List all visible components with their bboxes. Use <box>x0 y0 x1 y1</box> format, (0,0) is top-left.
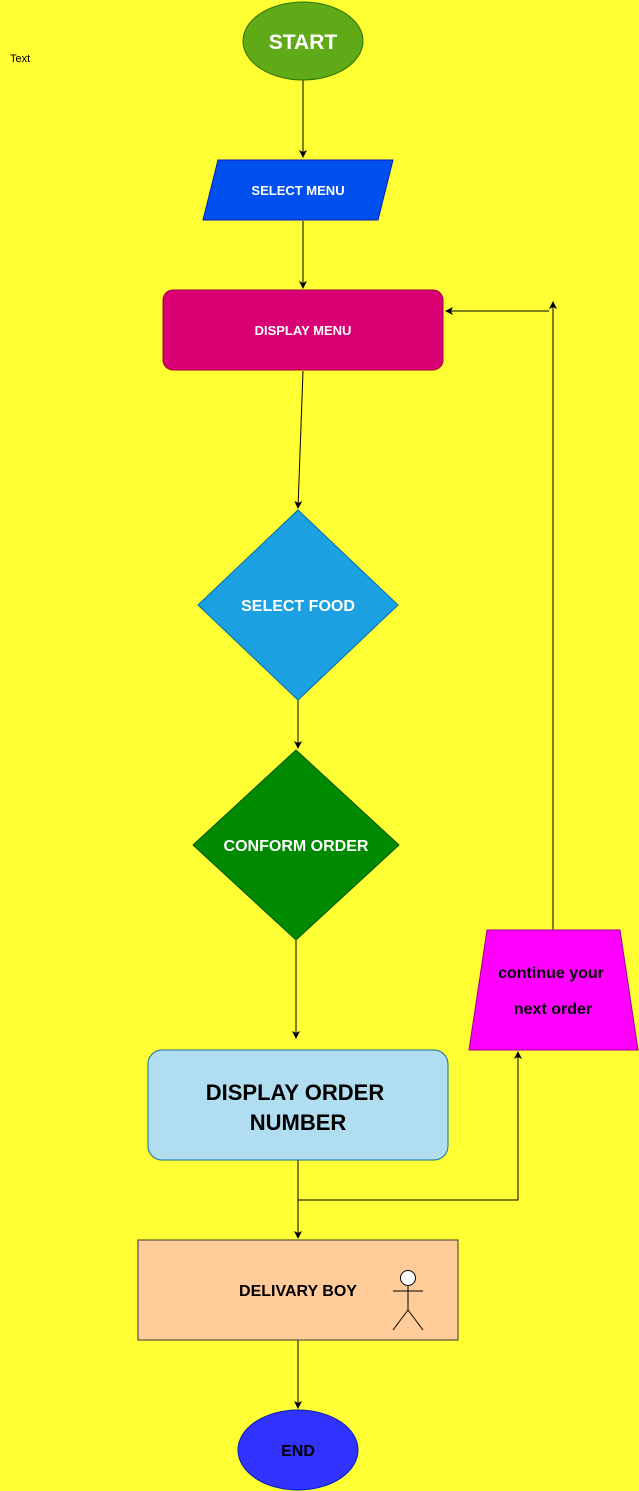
select-menu-node[interactable]: SELECT MENU <box>202 159 394 221</box>
conform-order-label: CONFORM ORDER <box>224 838 369 855</box>
display-menu-shape <box>162 289 444 371</box>
select-menu-shape <box>202 159 394 221</box>
end-node[interactable]: END <box>237 1409 359 1491</box>
delivary-boy-shape <box>137 1239 459 1341</box>
display-order-number-shape <box>147 1049 449 1161</box>
select-food-shape <box>197 509 399 701</box>
stick-figure-icon <box>392 1270 424 1331</box>
display-menu-node[interactable]: DISPLAY MENU <box>162 289 444 371</box>
conform-order-node[interactable]: CONFORM ORDER <box>192 749 400 941</box>
edge-display-menu-to-select-food <box>294 370 304 509</box>
start-label: START <box>269 31 338 54</box>
select-food-node[interactable]: SELECT FOOD <box>197 509 399 701</box>
conform-order-shape <box>192 749 400 941</box>
select-food-label: SELECT FOOD <box>241 598 355 615</box>
end-shape <box>237 1409 359 1491</box>
display-order-number-label-line2: NUMBER <box>250 1110 347 1135</box>
start-shape <box>242 1 364 81</box>
delivary-boy-label: DELIVARY BOY <box>239 1283 357 1300</box>
end-label: END <box>281 1443 315 1460</box>
canvas-text-label: Text <box>10 53 30 65</box>
delivary-boy-node[interactable]: DELIVARY BOY <box>137 1239 459 1341</box>
select-menu-label: SELECT MENU <box>251 183 344 198</box>
start-node[interactable]: START <box>242 1 364 81</box>
continue-order-node[interactable]: continue your next order <box>468 929 639 1051</box>
continue-order-shape <box>468 929 639 1051</box>
display-order-number-node[interactable]: DISPLAY ORDER NUMBER <box>147 1049 449 1161</box>
continue-order-label-line1: continue your <box>498 965 604 982</box>
continue-order-label-line2: next order <box>514 1001 592 1018</box>
display-menu-label: DISPLAY MENU <box>255 323 352 338</box>
edge-to-continue-order <box>298 1051 522 1201</box>
display-order-number-label-line1: DISPLAY ORDER <box>206 1080 385 1105</box>
